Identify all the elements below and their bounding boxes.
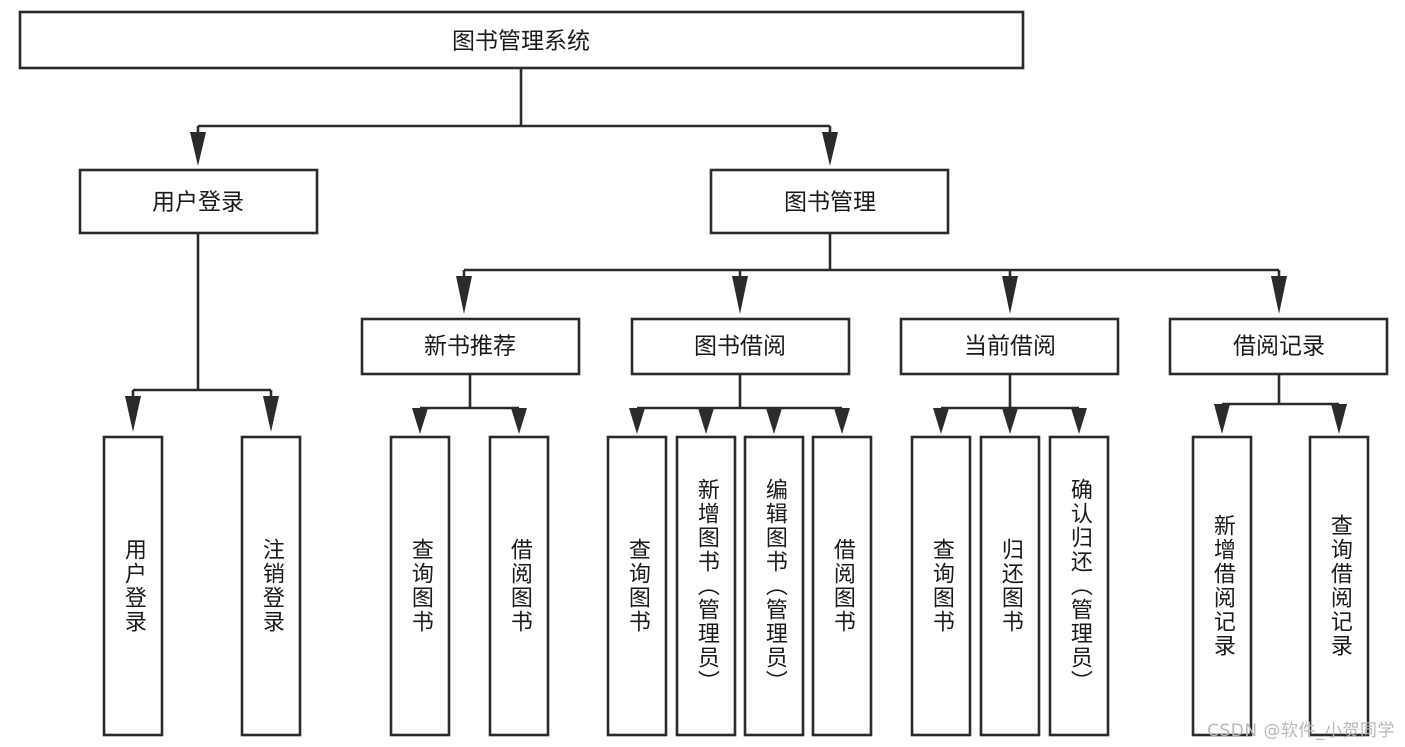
arrow-to-leaf-cb-confirm-return [1071,408,1087,434]
node-borrow-record-box[interactable] [1168,317,1389,376]
node-root-box[interactable] [18,10,1025,70]
leaf-box-br-query-record[interactable] [1308,435,1370,737]
arrow-to-leaf-bb-query-book [629,408,645,434]
node-book-borrow-box[interactable] [630,317,851,376]
arrow-to-leaf-br-query-record [1331,404,1347,434]
node-user-login-label: 用户登录 [152,190,244,216]
arrow-to-leaf-bb-borrow-book [834,408,850,434]
leaf-box-br-add-record[interactable] [1191,435,1253,737]
leaf-box-bb-borrow-book[interactable] [811,435,873,737]
arrow-to-leaf-bb-edit-book [766,408,782,434]
leaf-box-logout[interactable] [240,435,302,737]
arrow-to-current-borrow [1002,276,1018,314]
arrow-to-new-book-recommend [456,276,472,314]
node-new-book-recommend-box[interactable] [360,317,581,376]
arrow-to-leaf-cb-query-book [933,408,949,434]
leaf-box-nbr-query-book[interactable] [389,435,451,737]
node-book-management-label: 图书管理 [784,190,876,216]
node-book-management-box[interactable] [709,168,950,235]
arrow-to-leaf-br-add-record [1214,404,1230,434]
arrow-to-leaf-nbr-query-book [412,408,428,434]
leaf-box-user-login[interactable] [102,435,164,737]
arrow-to-user-login [190,132,206,166]
node-current-borrow-label: 当前借阅 [964,334,1056,360]
leaf-box-bb-edit-book[interactable] [743,435,805,737]
csdn-watermark: CSDN @软件_小贺同学 [1207,721,1395,741]
arrow-to-book-management [822,132,838,166]
leaf-box-cb-confirm-return[interactable] [1048,435,1110,737]
arrow-to-borrow-record [1271,276,1287,314]
arrow-to-leaf-user-login [125,396,141,432]
leaf-box-cb-query-book[interactable] [910,435,972,737]
arrow-to-book-borrow [732,276,748,314]
node-book-borrow-label: 图书借阅 [694,334,786,360]
arrow-to-leaf-bb-add-book [698,408,714,434]
node-current-borrow-box[interactable] [899,317,1120,376]
arrow-to-leaf-logout [263,396,279,432]
leaf-box-bb-query-book[interactable] [606,435,668,737]
arrow-to-leaf-nbr-borrow-book [511,408,527,434]
node-root-label: 图书管理系统 [452,29,590,55]
node-borrow-record-label: 借阅记录 [1233,334,1325,360]
node-new-book-recommend-label: 新书推荐 [424,334,516,360]
leaf-box-bb-add-book[interactable] [675,435,737,737]
leaf-box-cb-return-book[interactable] [979,435,1041,737]
arrow-to-leaf-cb-return-book [1002,408,1018,434]
leaf-box-nbr-borrow-book[interactable] [488,435,550,737]
